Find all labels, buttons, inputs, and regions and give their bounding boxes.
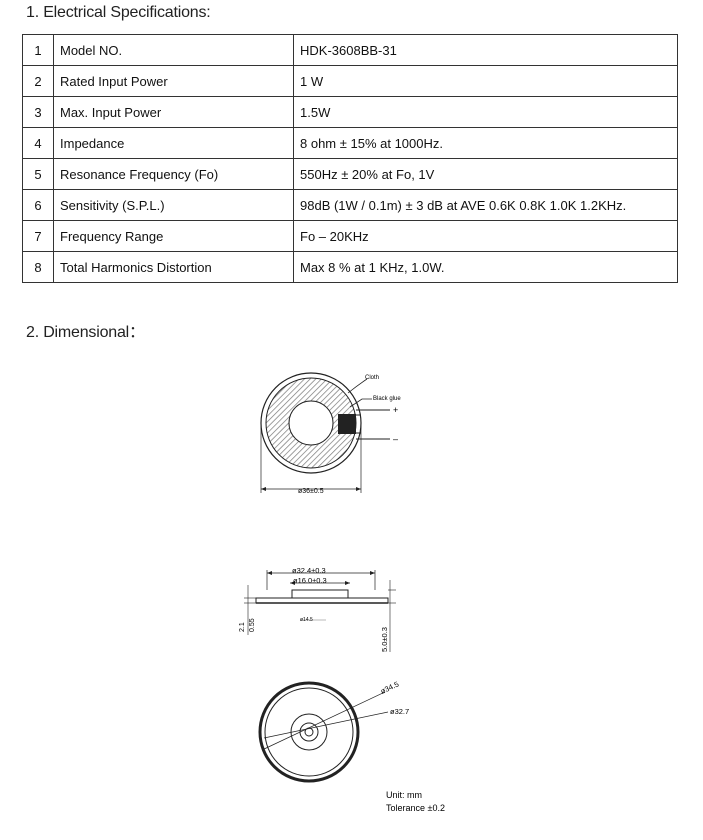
- spec-row-number: 7: [22, 220, 54, 252]
- dim-32-7: ø32.7: [390, 707, 409, 716]
- spec-row-name: Impedance: [53, 127, 294, 159]
- dim-diameter-36: ø36±0.5: [298, 488, 324, 495]
- dim-height-2-1: 2.1: [239, 622, 246, 632]
- spec-row-value: 550Hz ± 20% at Fo, 1V: [293, 158, 678, 190]
- spec-row-number: 2: [22, 65, 54, 97]
- side-view-drawing: ø32.4±0.3 ø16.0±0.3 ø14.5 2.1 0.55 5.0±0…: [239, 566, 396, 652]
- leader-glue: [349, 398, 372, 408]
- label-plus: +: [393, 405, 398, 415]
- leader-cloth: [347, 378, 368, 394]
- spec-row-value: Max 8 % at 1 KHz, 1.0W.: [293, 251, 678, 283]
- spec-row-value: HDK-3608BB-31: [293, 34, 678, 66]
- dim-outer-32-4: ø32.4±0.3: [292, 566, 326, 575]
- dim-inner-16: ø16.0±0.3: [293, 576, 327, 585]
- spec-row-number: 8: [22, 251, 54, 283]
- section-2-heading: 2. Dimensional：: [26, 324, 145, 341]
- center-hole: [288, 400, 334, 446]
- bottom-magnet-circle: [290, 713, 328, 751]
- label-minus: –: [393, 434, 398, 444]
- unit-label: Unit: mm: [386, 790, 422, 800]
- dim-height-0-55: 0.55: [249, 618, 256, 632]
- bottom-outer-circle: [258, 681, 360, 783]
- spec-row-number: 5: [22, 158, 54, 190]
- spec-row-value: 1 W: [293, 65, 678, 97]
- outer-rim-circle: [260, 372, 362, 474]
- tolerance-label: Tolerance ±0.2: [386, 803, 445, 813]
- spec-row-name: Max. Input Power: [53, 96, 294, 128]
- bottom-view-drawing: ø34.5 ø32.7 Unit: mm Tolerance ±0.2: [258, 680, 445, 813]
- spec-row-name: Total Harmonics Distortion: [53, 251, 294, 283]
- bottom-pole-circle: [299, 722, 319, 742]
- spec-row-value: 8 ohm ± 15% at 1000Hz.: [293, 127, 678, 159]
- spec-row-name: Frequency Range: [53, 220, 294, 252]
- terminal-pad: [338, 414, 356, 434]
- spec-row-value: 98dB (1W / 0.1m) ± 3 dB at AVE 0.6K 0.8K…: [293, 189, 678, 221]
- spec-row-number: 6: [22, 189, 54, 221]
- top-view-drawing: Cloth Black glue + – ø36±0.5: [260, 372, 401, 495]
- spec-row-name: Sensitivity (S.P.L.): [53, 189, 294, 221]
- dim-34-5: ø34.5: [379, 680, 400, 696]
- magnet-profile: [260, 589, 382, 599]
- leader-32-7: [263, 711, 389, 739]
- leader-34-5: [261, 691, 386, 751]
- bottom-rim-circle: [264, 687, 354, 777]
- dim-small-14-5: ø14.5: [300, 617, 313, 623]
- label-cloth: Cloth: [365, 375, 379, 381]
- label-black-glue: Black glue: [373, 396, 401, 402]
- spec-row-name: Resonance Frequency (Fo): [53, 158, 294, 190]
- spec-row-number: 3: [22, 96, 54, 128]
- spec-row-name: Rated Input Power: [53, 65, 294, 97]
- section-1-heading: 1. Electrical Specifications:: [26, 4, 211, 21]
- spec-row-value: Fo – 20KHz: [293, 220, 678, 252]
- dim-total-height: 5.0±0.3: [380, 627, 389, 652]
- spec-row-number: 4: [22, 127, 54, 159]
- spec-row-number: 1: [22, 34, 54, 66]
- spec-row-name: Model NO.: [53, 34, 294, 66]
- spec-row-value: 1.5W: [293, 96, 678, 128]
